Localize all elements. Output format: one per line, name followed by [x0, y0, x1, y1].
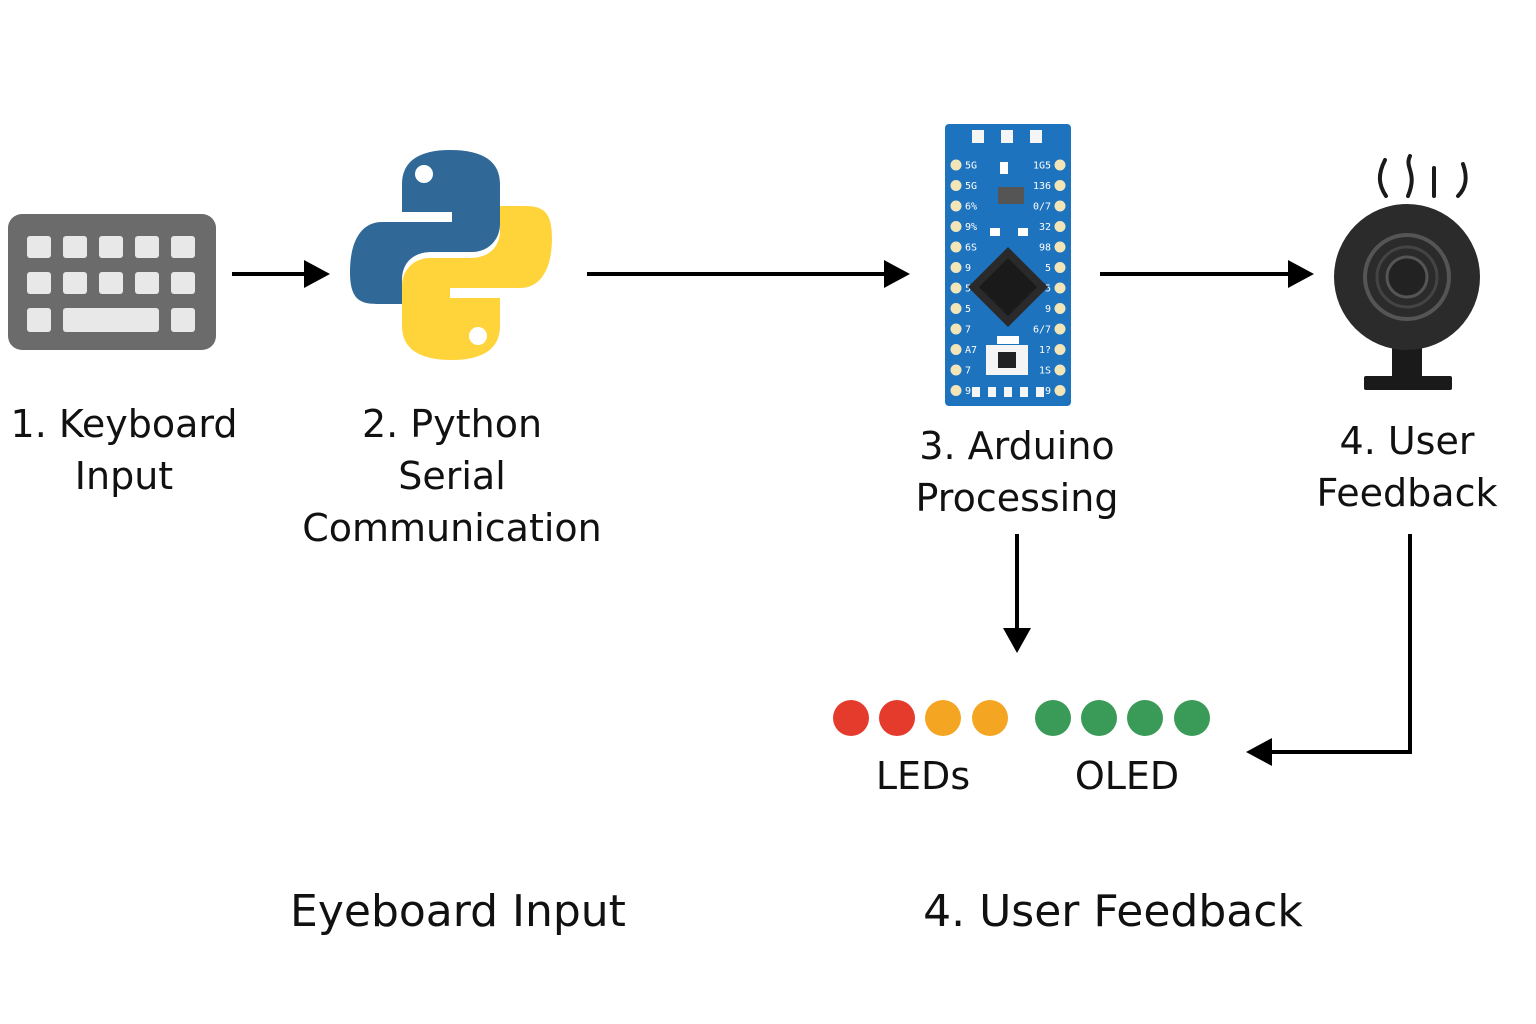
- step-keyboard-line1: 1. Keyboard: [10, 402, 238, 446]
- step-python-line1: 2. Python: [361, 402, 543, 446]
- led-dot: [972, 700, 1008, 736]
- pin-label: A7: [965, 345, 977, 356]
- step-arduino-line2: Processing: [915, 476, 1119, 520]
- led-dot: [833, 700, 869, 736]
- header-pin: [950, 241, 962, 253]
- arduino-board-icon: 5G 1G5 5G 136 6% 0/7 9% 32 6S 98 9 5 5 5 5 9 7 6/7A7 1? 7 1S…: [945, 124, 1071, 406]
- header-pin: [950, 221, 962, 232]
- footer-left-caption: Eyeboard Input: [290, 886, 626, 937]
- pin-label: 9: [965, 263, 971, 274]
- pin-label: 5: [965, 304, 971, 315]
- step-python-line3: Communication: [302, 506, 602, 550]
- pin-label: 5: [1045, 284, 1051, 295]
- oled-label: OLED: [1074, 754, 1180, 798]
- step-feedback-label: 4. User Feedback: [1302, 415, 1512, 519]
- header-pin: [1054, 159, 1066, 171]
- header-pin: [950, 385, 962, 396]
- step-feedback-line2: Feedback: [1316, 471, 1498, 515]
- header-pin: [950, 282, 962, 294]
- arrow-python-to-arduino: [587, 260, 910, 288]
- footer-right-caption: 4. User Feedback: [923, 886, 1303, 937]
- header-pin: [1054, 200, 1066, 212]
- pin-label: 98: [1039, 243, 1051, 254]
- leds-label: LEDs: [875, 754, 971, 798]
- arrow-keyboard-to-python: [232, 260, 330, 288]
- header-pin: [950, 323, 962, 335]
- pin-label: 5G: [965, 181, 977, 192]
- led-dot: [1174, 700, 1210, 736]
- keyboard-icon: [8, 214, 216, 350]
- pin-label: 1S: [1039, 366, 1051, 377]
- pin-label: 6S: [965, 243, 977, 254]
- step-arduino-label: 3. Arduino Processing: [894, 420, 1140, 524]
- pin-label: 32: [1039, 222, 1051, 233]
- pin-label: 7: [965, 325, 971, 336]
- python-logo-icon: [350, 150, 552, 360]
- pin-label: 9: [1045, 304, 1051, 315]
- header-pin: [1054, 282, 1066, 294]
- led-dot: [879, 700, 915, 736]
- header-pin: [950, 159, 962, 171]
- pin-label: 1?: [1039, 345, 1051, 356]
- led-dot: [1035, 700, 1071, 736]
- step-keyboard-label: 1. Keyboard Input: [0, 398, 248, 502]
- header-pin: [1054, 241, 1066, 253]
- header-pin: [950, 303, 962, 314]
- led-indicators: [833, 700, 1210, 736]
- step-feedback-line1: 4. User: [1339, 419, 1475, 463]
- pin-label: 9: [965, 386, 971, 397]
- header-pin: [1054, 180, 1066, 191]
- step-python-line2: Serial: [398, 454, 506, 498]
- pin-label: 7: [965, 366, 971, 377]
- led-dot: [925, 700, 961, 736]
- header-pin: [950, 262, 962, 273]
- header-pin: [950, 344, 962, 355]
- step-keyboard-line2: Input: [74, 454, 174, 498]
- header-pin: [1054, 221, 1066, 232]
- pin-label: 9: [1045, 386, 1051, 397]
- header-pin: [1054, 262, 1066, 273]
- pin-label: 0/7: [1033, 202, 1051, 213]
- header-pin: [950, 180, 962, 191]
- header-pin: [1054, 323, 1066, 335]
- led-dot: [1081, 700, 1117, 736]
- pin-label: 6/7: [1033, 325, 1051, 336]
- arrow-arduino-to-feedback: [1100, 260, 1314, 288]
- step-arduino-line1: 3. Arduino: [919, 424, 1115, 468]
- pin-label: 136: [1033, 181, 1051, 192]
- header-pin: [1054, 303, 1066, 314]
- step-python-label: 2. Python Serial Communication: [296, 398, 608, 554]
- pin-label: 9%: [965, 222, 977, 233]
- led-dot: [1127, 700, 1163, 736]
- header-pin: [1054, 364, 1066, 376]
- pin-label: 5G: [965, 161, 977, 172]
- header-pin: [1054, 344, 1066, 355]
- arrow-arduino-to-outputs: [1003, 534, 1031, 653]
- pin-label: 1G5: [1033, 161, 1051, 172]
- arrow-feedback-to-outputs: [1246, 534, 1412, 766]
- pin-label: 5: [1045, 263, 1051, 274]
- header-pin: [1054, 385, 1066, 396]
- header-pin: [950, 364, 962, 376]
- vibration-motor-icon: [1334, 154, 1480, 390]
- pin-label: 6%: [965, 202, 977, 213]
- pin-label: 5: [965, 284, 971, 295]
- header-pin: [950, 200, 962, 212]
